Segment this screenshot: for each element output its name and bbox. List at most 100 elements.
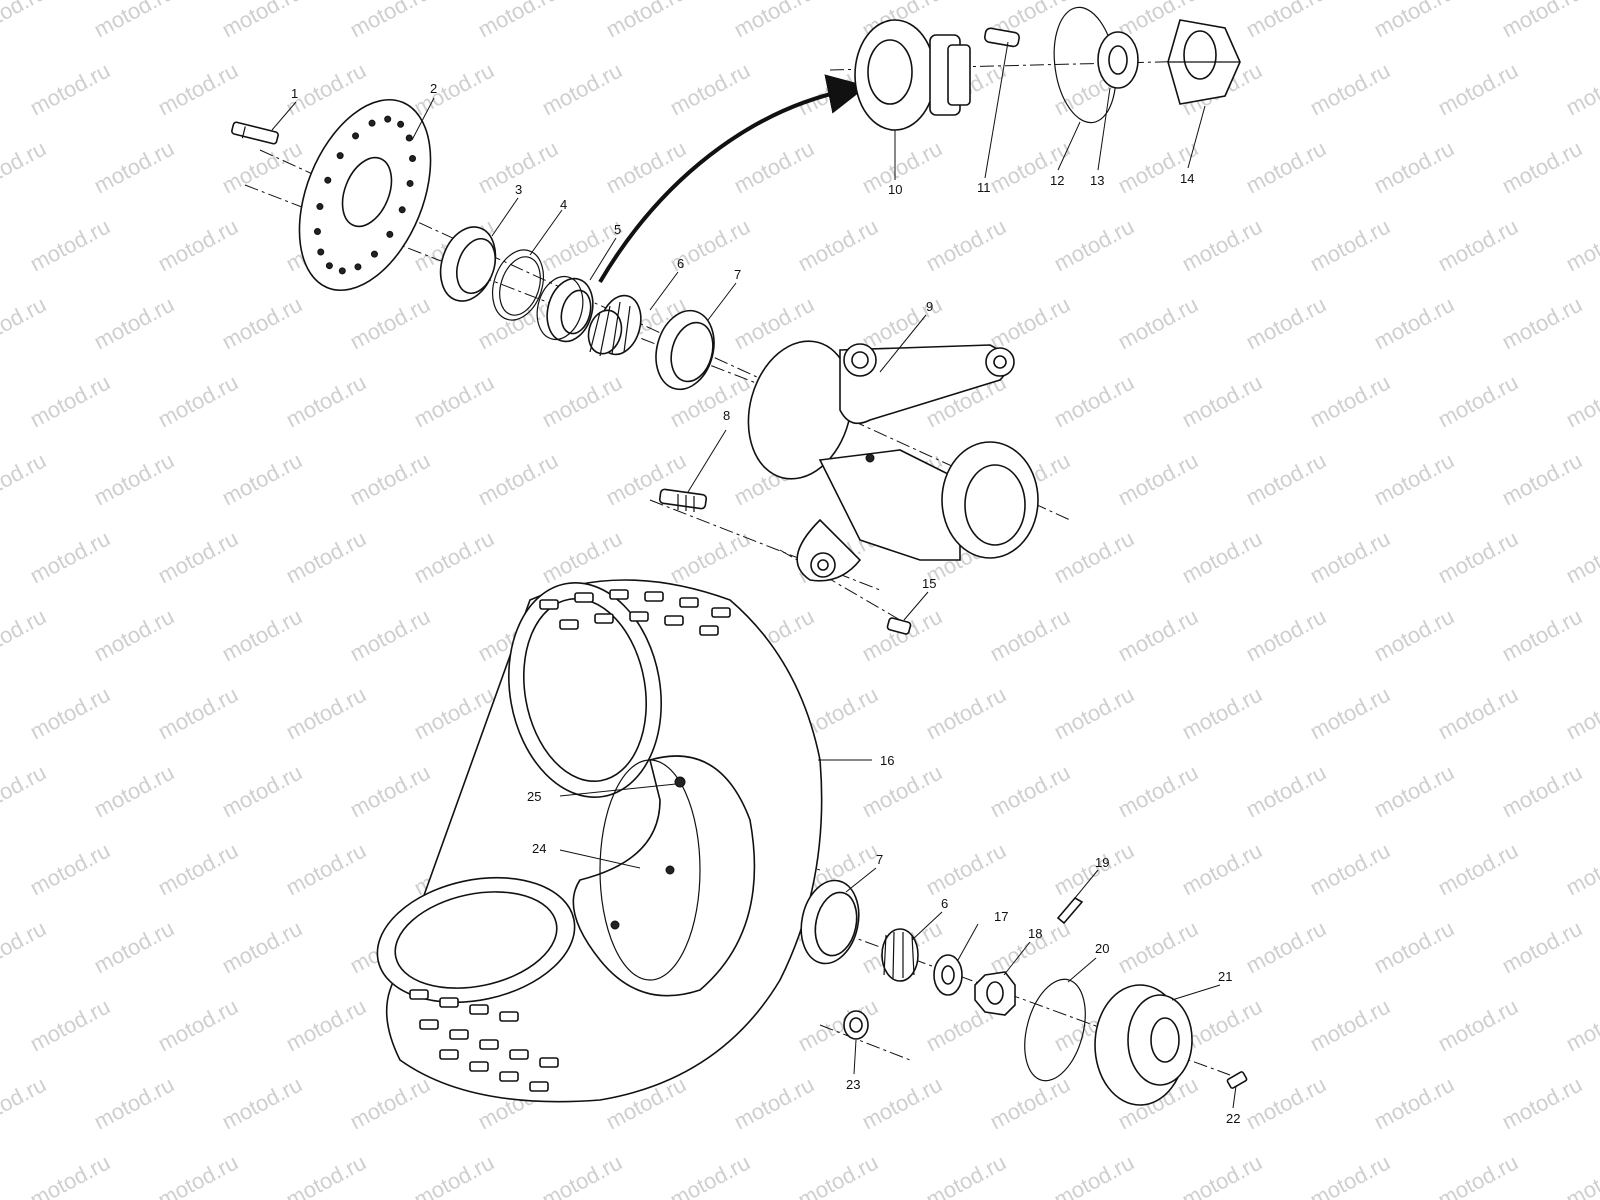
callout-12: 12 [1050,173,1064,188]
disc-hole [336,152,344,160]
part-collar-5 [536,275,594,343]
part-o-ring-20 [1024,978,1086,1082]
watermark-text: motod.ru [346,604,434,667]
watermark-text: motod.ru [858,1072,946,1135]
watermark-text: motod.ru [0,136,50,199]
watermark-text: motod.ru [1370,136,1458,199]
watermark-text: motod.ru [1498,604,1586,667]
watermark-text: motod.ru [0,604,50,667]
watermark-text: motod.ru [1370,760,1458,823]
watermark-text: motod.ru [218,136,306,199]
part-washer-17 [933,954,963,996]
tread-block [594,613,614,624]
watermark-text: motod.ru [474,448,562,511]
tread-block [679,597,699,608]
watermark-text: motod.ru [410,526,498,589]
watermark-text: motod.ru [1370,0,1458,42]
watermark-text: motod.ru [1050,526,1138,589]
watermark-text: motod.ru [0,760,50,823]
watermark-text: motod.ru [0,292,50,355]
watermark-text: motod.ru [1562,214,1600,277]
disc-hole [325,262,333,270]
tread-block [529,1081,549,1092]
watermark-text: motod.ru [1242,0,1330,42]
tread-block [664,615,684,626]
tread-block [479,1039,499,1050]
watermark-text: motod.ru [90,448,178,511]
part-cotter-pin-19 [1056,896,1084,925]
watermark-text: motod.ru [1434,370,1522,433]
watermark-text: motod.ru [346,760,434,823]
tread-block [711,607,731,618]
watermark-text: motod.ru [1306,1150,1394,1200]
watermark-text: motod.ru [1562,994,1600,1057]
watermark-text: motod.ru [538,214,626,277]
callout-20: 20 [1095,941,1109,956]
watermark-text: motod.ru [1050,370,1138,433]
watermark-text: motod.ru [26,214,114,277]
watermark-text: motod.ru [26,370,114,433]
part-nut-14 [1167,19,1241,105]
watermark-text: motod.ru [1498,136,1586,199]
watermark-text: motod.ru [282,838,370,901]
watermark-text: motod.ru [1178,526,1266,589]
watermark-text: motod.ru [1434,1150,1522,1200]
watermark-text: motod.ru [1306,994,1394,1057]
part-race-7-lower [800,879,860,965]
watermark-text: motod.ru [0,0,50,42]
disc-hole [354,263,362,271]
watermark-text: motod.ru [666,1150,754,1200]
watermark-text: motod.ru [1370,916,1458,979]
part-washer-13 [1097,31,1139,89]
watermark-text: motod.ru [794,994,882,1057]
watermark-text: motod.ru [26,838,114,901]
watermark-text: motod.ru [1178,838,1266,901]
part-knuckle-9 [747,340,1039,582]
watermark-text: motod.ru [154,1150,242,1200]
disc-hole [338,267,346,275]
disc-hole [406,179,414,187]
watermark-text: motod.ru [154,526,242,589]
tread-block [629,611,649,622]
disc-hole [398,206,406,214]
watermark-text: motod.ru [1498,916,1586,979]
callout-11: 11 [977,180,991,195]
watermark-text: motod.ru [986,916,1074,979]
watermark-text: motod.ru [1434,682,1522,745]
watermark-text: motod.ru [410,1150,498,1200]
tread-block [419,1019,439,1030]
watermark-text: motod.ru [346,0,434,42]
watermark-text: motod.ru [346,1072,434,1135]
watermark-text: motod.ru [1114,448,1202,511]
watermark-text: motod.ru [1434,838,1522,901]
watermark-text: motod.ru [1306,370,1394,433]
watermark-text: motod.ru [922,214,1010,277]
watermark-text: motod.ru [986,760,1074,823]
tread-block [439,997,459,1008]
callout-18: 18 [1028,926,1042,941]
callout-labels: 1 2 3 4 5 6 7 8 9 10 11 12 13 14 15 16 1… [291,81,1240,1126]
watermark-text: motod.ru [1242,136,1330,199]
watermark-text: motod.ru [90,136,178,199]
watermark-text: motod.ru [1434,214,1522,277]
tread-block [539,599,559,610]
watermark-text: motod.ru [1498,292,1586,355]
part-screw-22 [1226,1071,1248,1089]
watermark-text: motod.ru [218,916,306,979]
watermark-text: motod.ru [90,1072,178,1135]
part-screw-15 [886,617,912,635]
callout-7-upper: 7 [734,267,741,282]
part-rim-24 [572,755,756,997]
watermark-text: motod.ru [602,136,690,199]
watermark-text: motod.ru [1114,916,1202,979]
callout-1: 1 [291,86,298,101]
watermark-text: motod.ru [90,292,178,355]
watermark-text: motod.ru [90,916,178,979]
callout-24: 24 [532,841,546,856]
part-bolt-1 [231,121,279,145]
watermark-text: motod.ru [1178,1150,1266,1200]
watermark-text: motod.ru [1306,838,1394,901]
leader-lines [271,41,1237,1109]
watermark-text: motod.ru [282,994,370,1057]
watermark-text: motod.ru [218,292,306,355]
